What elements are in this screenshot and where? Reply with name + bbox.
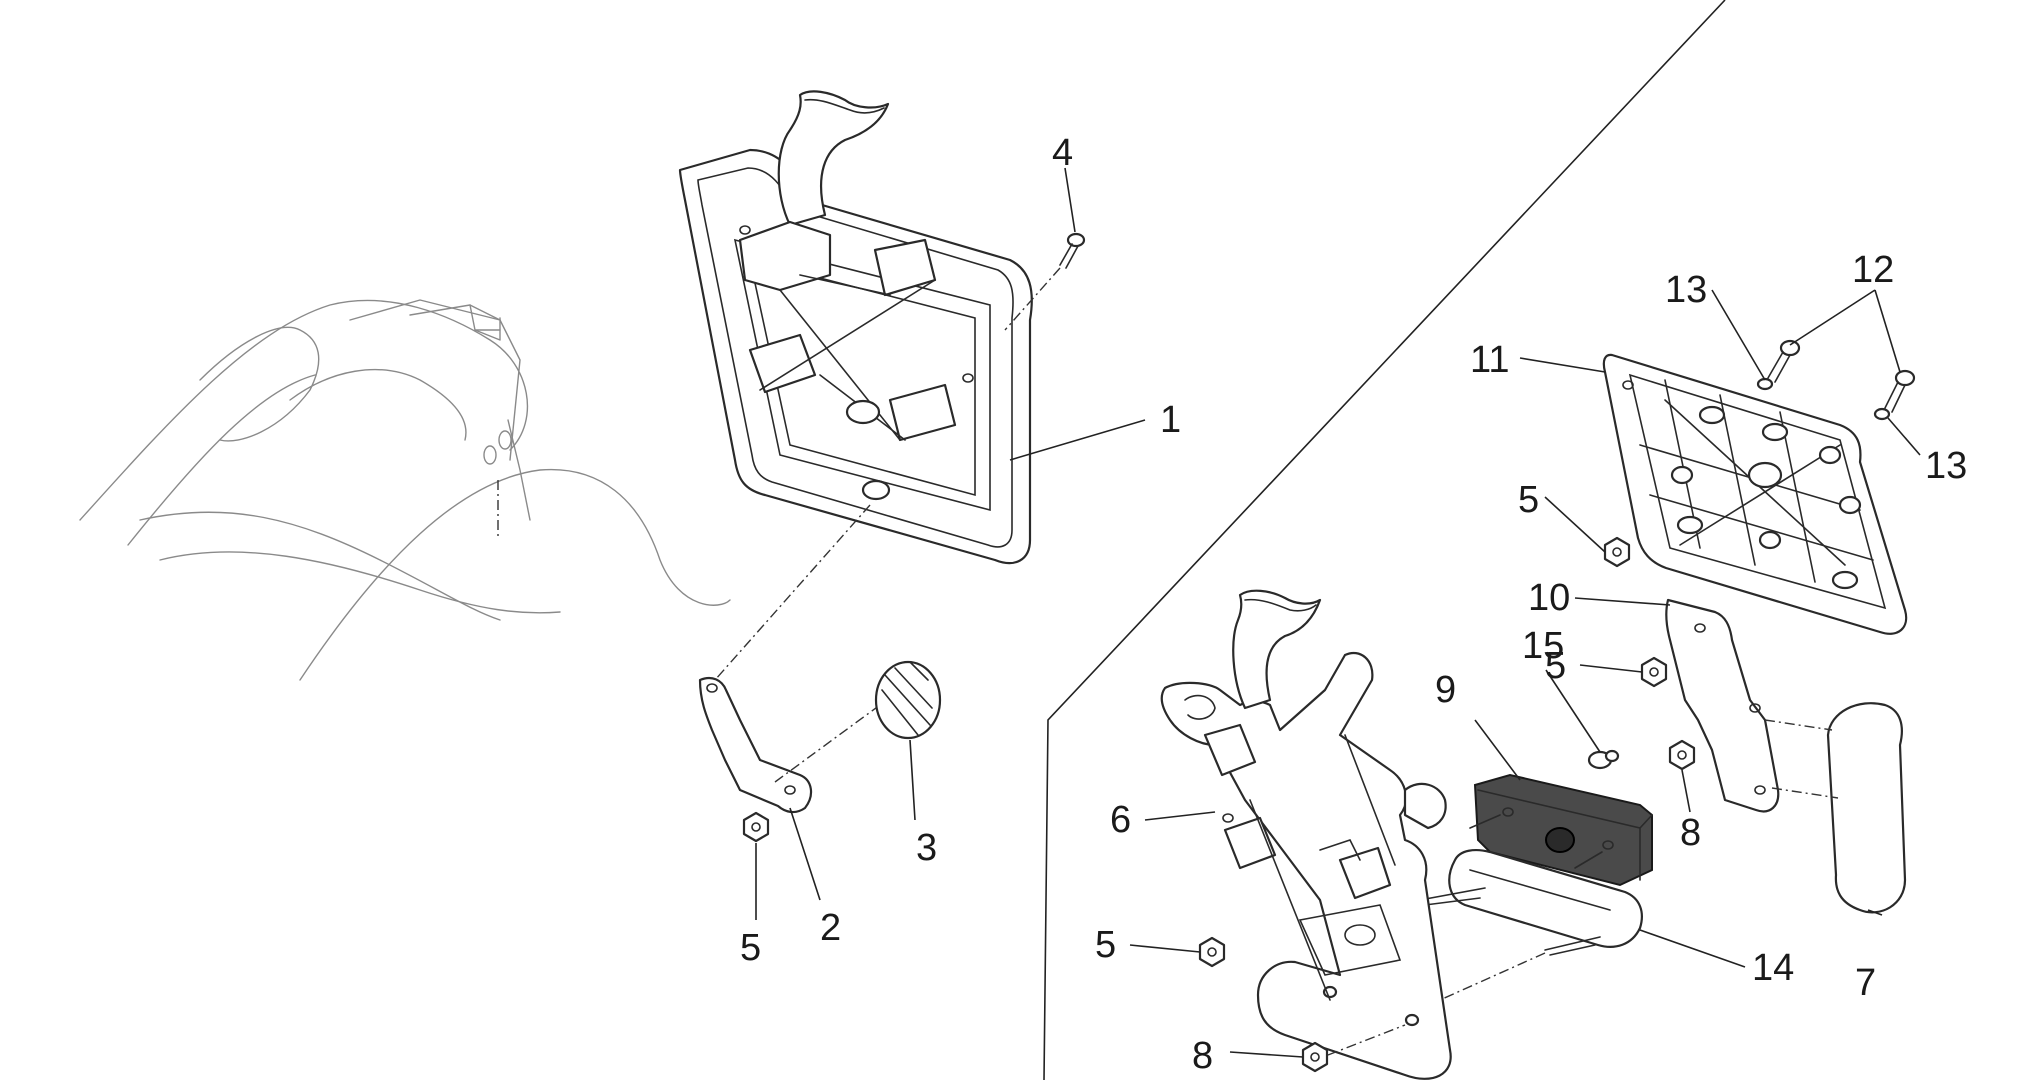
part-8-nut-right bbox=[1668, 739, 1696, 771]
part-5-nut-mid-right bbox=[1640, 656, 1668, 688]
assembly-axis-1-2 bbox=[714, 504, 871, 681]
callout-11: 11 bbox=[1470, 339, 1509, 381]
part-4-screw bbox=[1004, 232, 1086, 331]
callout-5-left: 5 bbox=[740, 927, 761, 969]
callout-8-lower: 8 bbox=[1192, 1035, 1213, 1077]
part-3-reflector bbox=[874, 660, 942, 740]
part-7-lens bbox=[1764, 702, 1907, 914]
callout-10: 10 bbox=[1528, 577, 1570, 619]
part-15-bulb bbox=[1587, 749, 1620, 770]
callout-8-right: 8 bbox=[1680, 812, 1701, 854]
callout-6: 6 bbox=[1110, 799, 1131, 841]
part-6-mounting-frame bbox=[1160, 589, 1452, 1080]
callout-9: 9 bbox=[1435, 669, 1456, 711]
callout-1: 1 bbox=[1160, 399, 1181, 441]
callout-13-upper: 13 bbox=[1665, 269, 1707, 311]
part-2-bracket bbox=[698, 676, 881, 814]
callout-12: 12 bbox=[1852, 249, 1894, 291]
part-9-light-unit bbox=[1469, 773, 1653, 887]
part-5-nut-lower bbox=[1198, 936, 1226, 968]
leader-lines bbox=[755, 167, 1921, 1058]
callout-13-right: 13 bbox=[1925, 445, 1967, 487]
callout-7: 7 bbox=[1855, 962, 1876, 1004]
callout-3: 3 bbox=[916, 827, 937, 869]
callout-5-mid-right: 5 bbox=[1545, 645, 1566, 687]
callout-15: 15 bbox=[1522, 625, 1564, 667]
callout-4: 4 bbox=[1052, 132, 1073, 174]
callout-2: 2 bbox=[820, 907, 841, 949]
section-divider bbox=[1043, 0, 1726, 1080]
part-11-plate-support bbox=[1602, 353, 1908, 635]
part-12-screws bbox=[1767, 339, 1916, 413]
part-10-bracket bbox=[1665, 598, 1780, 813]
callout-5-upper-right: 5 bbox=[1518, 479, 1539, 521]
part-8-nut-lower bbox=[1301, 1024, 1406, 1073]
rear-fender bbox=[79, 299, 731, 681]
callout-14: 14 bbox=[1752, 947, 1794, 989]
part-5-nut-upper-right bbox=[1603, 536, 1631, 568]
callout-5-lower: 5 bbox=[1095, 924, 1116, 966]
part-1-plate-holder bbox=[678, 90, 1033, 565]
callout-labels: 1 2 3 4 5 5 5 5 6 7 8 8 9 10 11 12 13 13… bbox=[740, 132, 1967, 1077]
part-5-nut-left bbox=[742, 811, 770, 843]
